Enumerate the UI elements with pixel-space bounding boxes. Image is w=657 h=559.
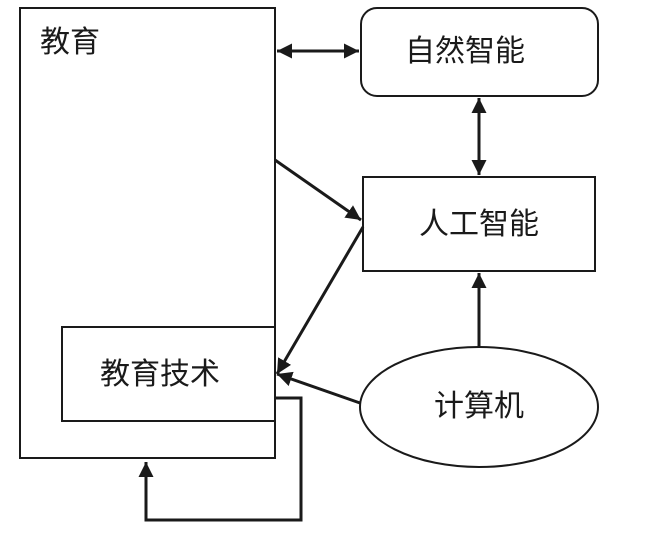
edge-artificial-intelligence-education-technology xyxy=(275,226,365,375)
edge-computer-education-technology xyxy=(276,371,361,405)
edge-education-technology-loop-to-education xyxy=(138,396,303,522)
education-node xyxy=(19,7,276,459)
education-label: 教育 xyxy=(40,25,100,60)
education-technology-node xyxy=(61,326,276,422)
computer-label: 计算机 xyxy=(434,389,524,424)
natural-intelligence-label: 自然智能 xyxy=(405,34,525,69)
natural-intelligence-node xyxy=(360,7,599,97)
education-technology-label: 教育技术 xyxy=(100,357,220,392)
artificial-intelligence-node xyxy=(362,176,596,272)
artificial-intelligence-label: 人工智能 xyxy=(419,207,539,242)
edge-education-artificial-intelligence xyxy=(274,158,362,222)
